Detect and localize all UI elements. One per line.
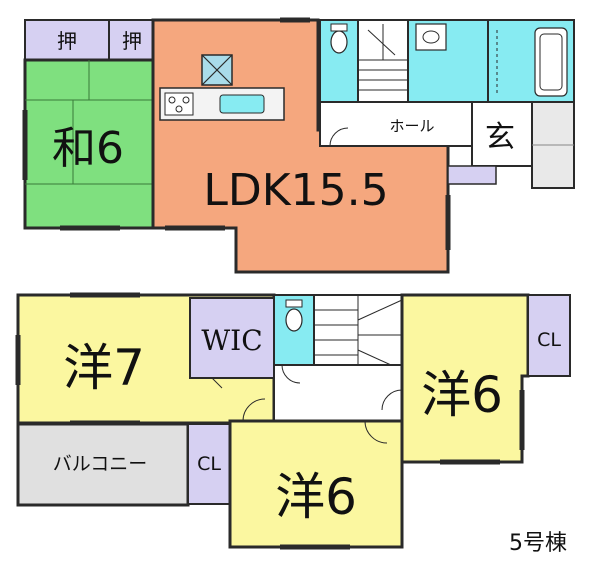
yo7-label: 洋7 xyxy=(63,339,145,397)
stove-icon xyxy=(164,92,194,116)
wic-label: WIC xyxy=(201,324,262,357)
yo6-right-label: 洋6 xyxy=(421,366,503,424)
oshiire-closet-1 xyxy=(24,19,110,61)
yo6-bottom-label: 洋6 xyxy=(275,468,357,526)
building-label: 5号棟 xyxy=(509,531,567,556)
hall-label: ホール xyxy=(389,117,434,135)
cl-left-closet xyxy=(187,423,231,505)
toilet-icon xyxy=(285,308,303,332)
balcony-label: バルコニー xyxy=(53,453,148,475)
washitsu-label: 和6 xyxy=(52,123,124,174)
yo6-bottom-room xyxy=(228,419,404,549)
washbasin-icon xyxy=(415,23,447,51)
hallway-2f xyxy=(273,364,403,422)
second-floor: 洋7 WIC 洋6 CL バルコニー CL xyxy=(15,292,571,550)
cl-right-closet xyxy=(527,294,571,377)
first-floor: 押 押 和6 LDK15.5 xyxy=(22,17,575,274)
oshiire-label-1: 押 xyxy=(57,29,77,53)
cl-right-label: CL xyxy=(537,329,561,351)
toilet-icon xyxy=(330,30,348,54)
genkan-label: 玄 xyxy=(485,120,515,155)
balcony xyxy=(16,422,190,507)
shoe-closet xyxy=(447,165,497,185)
oshiire-label-2: 押 xyxy=(122,29,142,53)
cl-left-label: CL xyxy=(197,453,221,475)
bathtub-icon xyxy=(534,27,568,97)
sink-icon xyxy=(219,94,265,114)
ldk-label: LDK15.5 xyxy=(203,165,388,216)
